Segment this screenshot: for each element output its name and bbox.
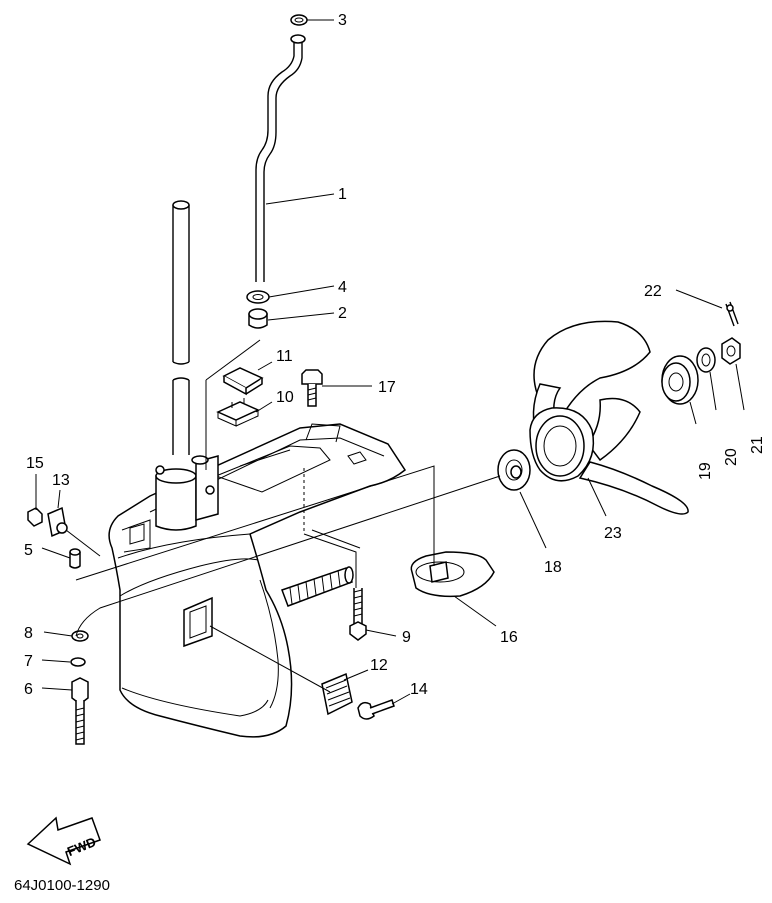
diagram-code: 64J0100-1290 — [14, 877, 110, 894]
cotter-pin-22 — [725, 301, 739, 327]
callout-4: 4 — [338, 279, 347, 296]
washer-8 — [71, 630, 89, 642]
callout-19: 19 — [697, 462, 714, 480]
callout-3: 3 — [338, 12, 347, 29]
callout-7: 7 — [24, 653, 33, 670]
water-tube — [255, 34, 306, 282]
callout-11: 11 — [276, 348, 293, 365]
bracket-13 — [47, 506, 68, 538]
seal-4 — [246, 290, 270, 304]
callout-16: 16 — [500, 629, 518, 646]
lower-case-housing — [108, 423, 407, 738]
grommet-2 — [248, 308, 268, 329]
spacer-19 — [661, 355, 699, 405]
callout-13: 13 — [52, 472, 70, 489]
callout-12: 12 — [370, 657, 388, 674]
callout-9: 9 — [402, 629, 411, 646]
fwd-arrow-icon: FWD — [26, 816, 101, 866]
rubber-seal-11 — [222, 367, 264, 396]
callout-8: 8 — [24, 625, 33, 642]
drive-shaft — [172, 200, 190, 455]
bolt-15 — [27, 507, 43, 527]
callout-21: 21 — [749, 436, 766, 454]
callout-20: 20 — [723, 448, 740, 466]
callout-6: 6 — [24, 681, 33, 698]
leader-lines — [35, 19, 745, 705]
callout-23: 23 — [604, 525, 622, 542]
washer-3 — [290, 14, 308, 26]
propeller-shaft — [281, 566, 354, 607]
washer-20 — [696, 347, 716, 373]
nut-21 — [721, 337, 741, 365]
callout-18: 18 — [544, 559, 562, 576]
callout-22: 22 — [644, 283, 662, 300]
callout-14: 14 — [410, 681, 428, 698]
callout-2: 2 — [338, 305, 347, 322]
bolt-9 — [349, 588, 367, 641]
dowel-pin-5 — [69, 548, 81, 569]
callout-10: 10 — [276, 389, 294, 406]
bolt-17 — [301, 369, 323, 407]
callout-1: 1 — [338, 186, 347, 203]
callout-labels: 1 2 3 4 5 6 7 8 9 10 11 12 13 14 15 16 1… — [24, 12, 766, 698]
anode-12 — [321, 672, 353, 716]
callout-17: 17 — [378, 379, 396, 396]
callout-5: 5 — [24, 542, 33, 559]
propeller-23 — [529, 320, 689, 515]
screw-14 — [357, 699, 395, 720]
bolt-6 — [71, 677, 89, 745]
rubber-seal-10 — [216, 398, 260, 427]
thrust-washer-18 — [497, 449, 531, 491]
trim-tab-16 — [410, 551, 495, 598]
callout-15: 15 — [26, 455, 44, 472]
spring-washer-7 — [70, 657, 86, 667]
